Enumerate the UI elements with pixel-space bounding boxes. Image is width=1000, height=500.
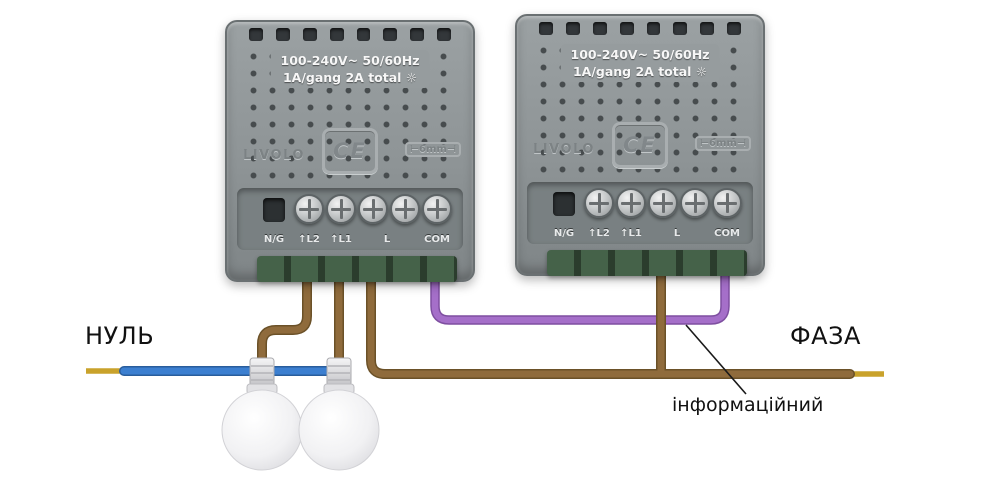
rating-text: 100-240V~ 50/60Hz 1A/gang 2A total ☼ [560,44,720,82]
vent-slot [356,28,371,41]
terminal-label: N/G [553,228,575,239]
ce-mark: CE [322,128,378,174]
light-bulb-1 [221,357,303,471]
terminal-screw [326,194,356,224]
switch-module-left: 100-240V~ 50/60Hz 1A/gang 2A total ☼ LIV… [225,20,475,282]
terminal-screw [358,194,388,224]
vent-slot [619,22,634,35]
vent-slots [249,28,451,41]
vent-slots [539,22,741,35]
vent-slot [249,28,263,41]
vent-slot [727,22,741,35]
brand-logo: LIVOLO [243,148,305,163]
ng-terminal-hole [553,192,575,216]
brightness-icon: ☼ [405,70,418,85]
load1-wire [258,260,311,376]
terminal-block [257,256,457,282]
vent-slot [410,28,425,41]
brand-logo: LIVOLO [533,142,595,157]
wire-gauge-label: ⊢6mm⊣ [694,136,751,151]
vent-slot [437,28,451,41]
vent-slot [565,22,580,35]
terminal-label: N/G [263,234,285,245]
phase-wire [367,260,854,378]
vent-slot [646,22,661,35]
rating-line1: 100-240V~ 50/60Hz [280,53,420,68]
terminal-label: L [383,234,391,245]
info-pointer-line [685,324,747,395]
terminal-label: COM [714,228,740,239]
vent-slot [329,28,344,41]
rating-line2: 1A/gang 2A total ☼ [282,70,418,85]
neutral-label: НУЛЬ [85,322,155,350]
ng-terminal-hole [263,198,285,222]
rating-line1: 100-240V~ 50/60Hz [570,47,710,62]
terminal-screw [584,188,614,218]
terminal-screw [648,188,678,218]
info-wire [431,260,729,324]
vent-slot [673,22,688,35]
light-bulb-2 [298,357,380,471]
terminal-label: ↑L2 [588,228,610,239]
terminal-screw [390,194,420,224]
terminal-screw [680,188,710,218]
vent-slot [383,28,398,41]
terminal-label: ↑L1 [330,234,352,245]
terminal-label: ↑L1 [620,228,642,239]
vent-slot [592,22,607,35]
ce-mark: CE [612,122,668,168]
vent-slot [275,28,290,41]
terminal-screw [712,188,742,218]
terminal-screw [616,188,646,218]
terminal-label: ↑L2 [298,234,320,245]
terminal-screw [294,194,324,224]
vent-slot [539,22,553,35]
rating-line2: 1A/gang 2A total ☼ [572,64,708,79]
vent-slot [700,22,715,35]
rating-text: 100-240V~ 50/60Hz 1A/gang 2A total ☼ [270,50,430,88]
vent-slot [302,28,317,41]
wire-gauge-label: ⊢6mm⊣ [404,142,461,157]
terminal-screw [422,194,452,224]
brightness-icon: ☼ [695,64,708,79]
terminal-label: COM [424,234,450,245]
terminal-block [547,250,747,276]
terminal-label: L [673,228,681,239]
phase-label: ФАЗА [790,322,861,350]
info-wire-label: інформаційний [672,394,824,416]
switch-module-right: 100-240V~ 50/60Hz 1A/gang 2A total ☼ LIV… [515,14,765,276]
